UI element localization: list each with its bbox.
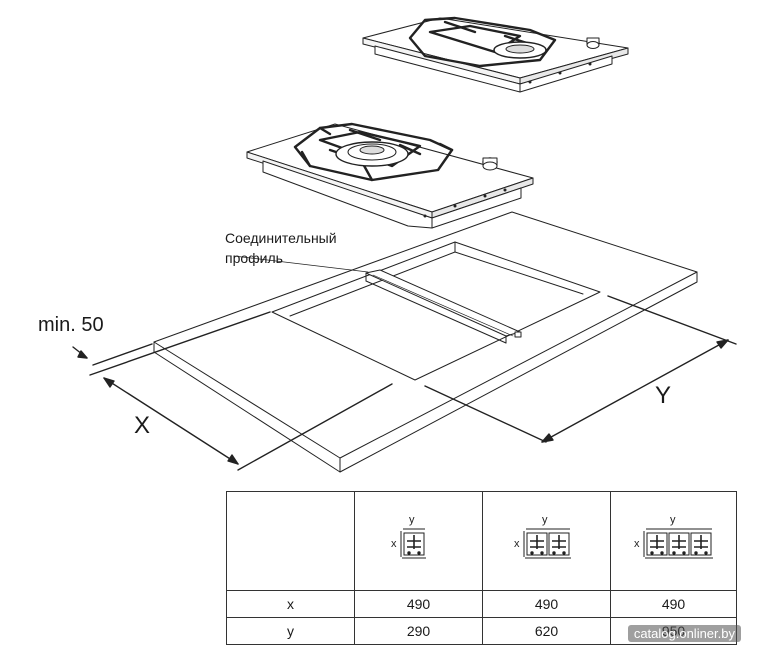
dimension-lines xyxy=(72,295,737,471)
hob-back xyxy=(362,16,629,93)
dimensions-table: y x y x xyxy=(226,491,737,645)
min-clearance-label: min. 50 xyxy=(38,314,104,336)
icon-y-mark: y xyxy=(542,514,548,526)
header-empty-cell xyxy=(226,491,355,591)
y-dimension-label: Y xyxy=(655,382,672,409)
three-module-icon: y x xyxy=(634,514,713,559)
two-module-icon: y x xyxy=(514,514,571,559)
icon-x-mark: x xyxy=(391,538,397,550)
one-module-icon: y x xyxy=(391,514,426,559)
header-cell: y x xyxy=(610,491,737,591)
table-cell: 490 xyxy=(610,590,737,618)
profile-label: Соединительный профиль xyxy=(225,228,337,268)
header-cell: y x xyxy=(354,491,483,591)
countertop xyxy=(153,211,698,473)
table-row-x: x 490 490 490 xyxy=(226,590,737,618)
icon-y-mark: y xyxy=(670,514,676,526)
installation-diagram xyxy=(72,16,737,473)
icon-x-mark: x xyxy=(634,538,640,550)
table-cell: 490 xyxy=(354,590,483,618)
table-header-row: y x y x xyxy=(226,491,737,591)
profile-label-line1: Соединительный xyxy=(225,230,337,246)
icon-y-mark: y xyxy=(409,514,415,526)
profile-label-line2: профиль xyxy=(225,250,283,266)
table-cell: 290 xyxy=(354,617,483,645)
header-cell: y x xyxy=(482,491,611,591)
icon-x-mark: x xyxy=(514,538,520,550)
hob-front xyxy=(246,122,534,229)
watermark: catalog.onliner.by xyxy=(627,625,741,642)
row-label: y xyxy=(226,617,355,645)
row-label: x xyxy=(226,590,355,618)
x-dimension-label: X xyxy=(134,412,151,439)
table-cell: 620 xyxy=(482,617,611,645)
table-cell: 490 xyxy=(482,590,611,618)
